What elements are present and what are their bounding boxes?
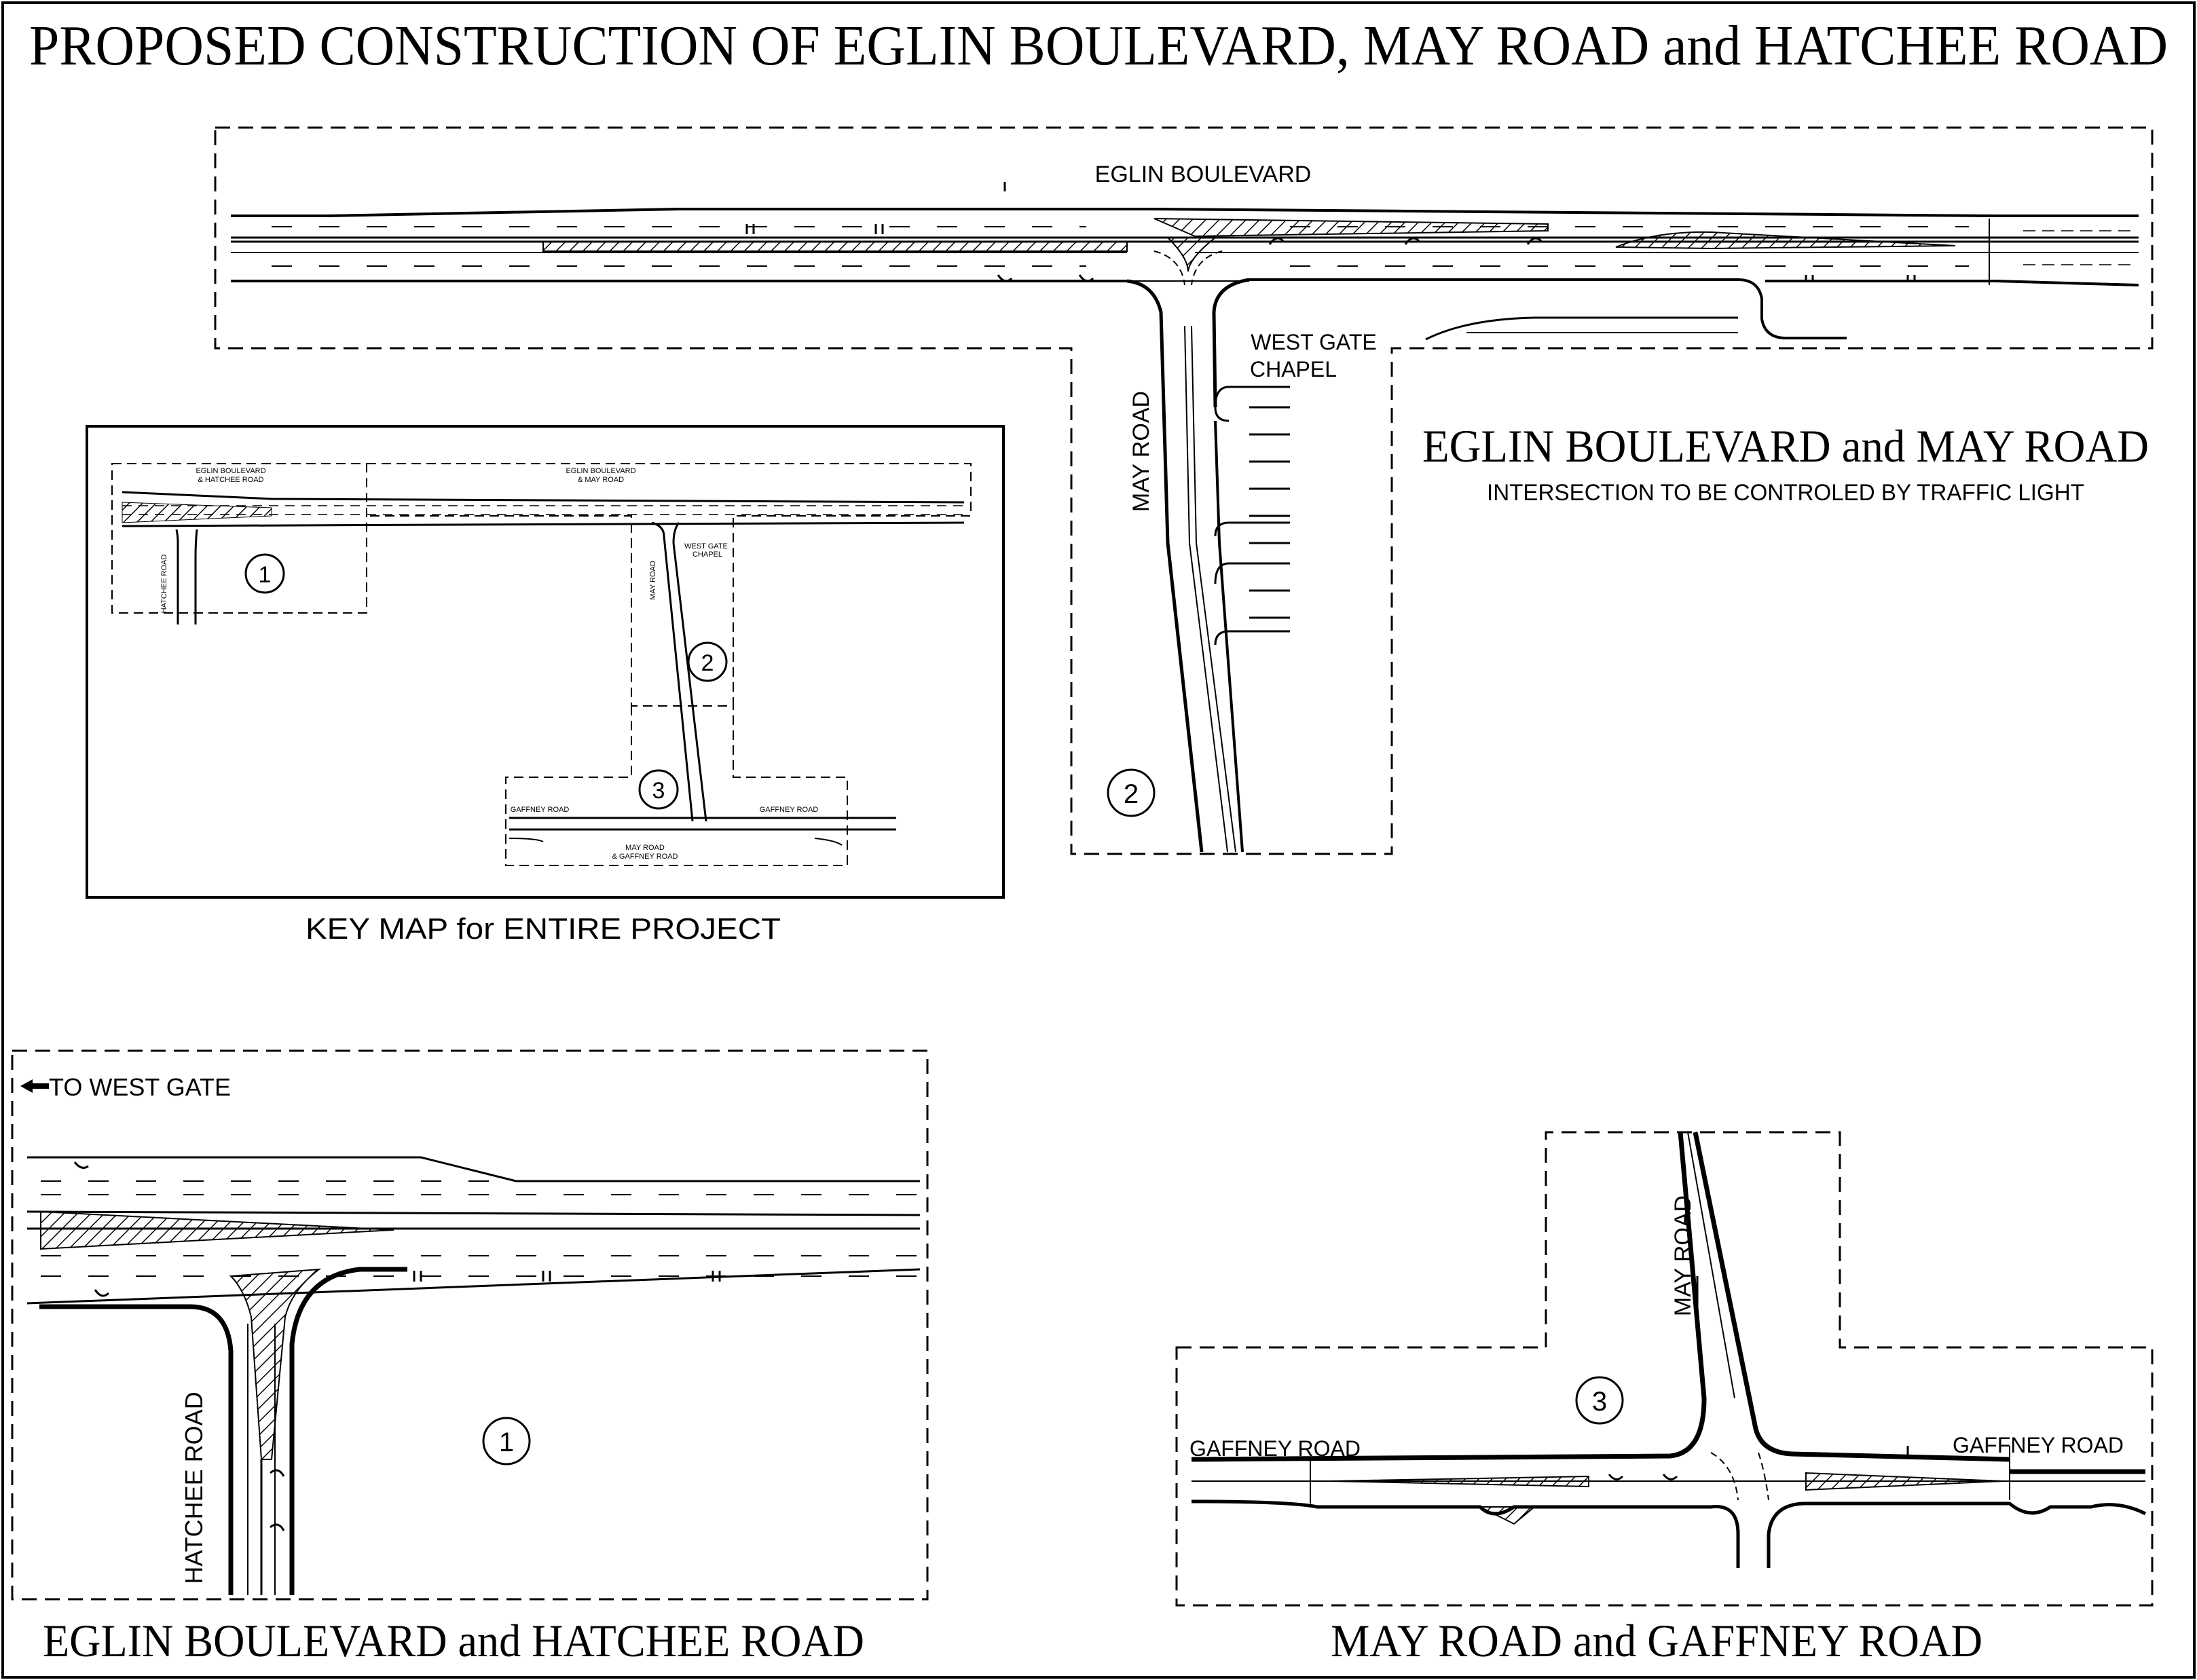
key-map-label-westgate: WEST GATE (684, 542, 728, 550)
key-map-label-gaffney-right: GAFFNEY ROAD (760, 806, 819, 814)
label-gaffney-road-right: GAFFNEY ROAD (1953, 1433, 2124, 1457)
gaffney-hatch-west (1330, 1475, 1589, 1488)
label-hatchee-road: HATCHEE ROAD (180, 1392, 208, 1584)
panel-eglin-may: EGLIN BOULEVARD MAY ROAD WEST GATE CHAPE… (214, 126, 2154, 855)
gaffney-road (1191, 1446, 2147, 1568)
hatchee-lane-arrows (73, 1161, 721, 1531)
key-map-label-eglin-may-1: EGLIN BOULEVARD (566, 467, 635, 475)
key-map-area-1 (111, 463, 367, 614)
gaffney-hatch-east (1805, 1472, 2004, 1491)
hatchee-road (39, 1267, 407, 1595)
panel-title-eglin-may: EGLIN BOULEVARD and MAY ROAD (1422, 420, 2149, 472)
marker-number-1: 1 (499, 1427, 514, 1457)
key-map-label-eglin-may-2: & MAY ROAD (578, 476, 624, 484)
key-map-area-2 (367, 463, 972, 707)
eglin-lane-arrows (745, 182, 1916, 282)
gaffney-lane-arrows (1608, 1446, 1909, 1480)
key-map: EGLIN BOULEVARD & HATCHEE ROAD EGLIN BOU… (86, 425, 1005, 946)
chapel-parking (1214, 386, 1290, 646)
key-map-marker-circle-3 (638, 769, 679, 810)
key-map-frame (86, 425, 1005, 899)
marker-circle-3 (1575, 1376, 1624, 1425)
panel-eglin-hatchee: TO WEST GATE HATCHEE ROAD 1 EGLIN BOULEV… (11, 1049, 929, 1666)
label-west-gate: WEST GATE (1251, 330, 1377, 354)
key-map-marker-3: 3 (652, 778, 665, 804)
key-map-label-eglin-hatchee-2: & HATCHEE ROAD (198, 476, 264, 484)
hatchee-median-hatch (40, 1210, 394, 1250)
key-map-label-may-gaffney-2: & GAFFNEY ROAD (612, 853, 678, 861)
key-map-label-may-gaffney-1: MAY ROAD (625, 844, 665, 852)
key-map-label-hatchee: HATCHEE ROAD (160, 555, 168, 614)
key-map-caption: KEY MAP for ENTIRE PROJECT (306, 912, 781, 946)
key-map-hatch (122, 502, 272, 523)
panel-eglin-hatchee-boundary (11, 1049, 929, 1601)
label-may-road: MAY ROAD (1128, 391, 1154, 512)
may-road-hatch (1166, 237, 1217, 272)
key-map-label-gaffney-left: GAFFNEY ROAD (511, 806, 570, 814)
may-road-south (1191, 1132, 2145, 1474)
label-eglin-boulevard: EGLIN BOULEVARD (1095, 162, 1312, 187)
panel-subtitle-traffic-light: INTERSECTION TO BE CONTROLED BY TRAFFIC … (1487, 480, 2084, 506)
label-gaffney-road-left: GAFFNEY ROAD (1189, 1436, 1361, 1461)
panel-title-eglin-hatchee: EGLIN BOULEVARD and HATCHEE ROAD (43, 1615, 864, 1666)
panel-may-gaffney-boundary (1175, 1131, 2154, 1607)
sheet-title: PROPOSED CONSTRUCTION OF EGLIN BOULEVARD… (29, 14, 2168, 77)
key-map-label-may: MAY ROAD (649, 561, 657, 600)
marker-circle-2 (1107, 768, 1156, 817)
panel-title-may-gaffney: MAY ROAD and GAFFNEY ROAD (1331, 1615, 1982, 1666)
key-map-area-3 (505, 706, 848, 866)
key-map-label-eglin-hatchee-1: EGLIN BOULEVARD (196, 467, 265, 475)
key-map-label-chapel: CHAPEL (693, 550, 722, 559)
label-chapel: CHAPEL (1250, 357, 1337, 381)
eglin-median-hatch-west (542, 241, 1128, 252)
gaffney-hatch-median (1479, 1506, 1536, 1525)
panel-may-gaffney: MAY ROAD GAFFNEY ROAD GAFFNEY ROAD 3 MAY… (1175, 1131, 2154, 1666)
label-may-road-south: MAY ROAD (1670, 1195, 1696, 1316)
key-map-marker-1: 1 (259, 562, 272, 588)
marker-circle-1 (482, 1417, 531, 1466)
may-road-north-segment (1126, 250, 1250, 853)
label-to-west-gate: TO WEST GATE (49, 1073, 231, 1101)
to-west-gate-arrow-icon (20, 1079, 49, 1093)
marker-number-2: 2 (1124, 779, 1139, 809)
key-map-marker-2: 2 (701, 650, 714, 676)
eglin-median-hatch-east (1615, 231, 1956, 250)
key-map-marker-circle-2 (687, 641, 728, 682)
panel-eglin-may-boundary (214, 126, 2154, 855)
key-map-marker-circle-1 (244, 553, 285, 594)
marker-number-3: 3 (1592, 1387, 1607, 1417)
key-map-roads (122, 491, 965, 846)
eglin-median-hatch-center (1153, 218, 1549, 238)
